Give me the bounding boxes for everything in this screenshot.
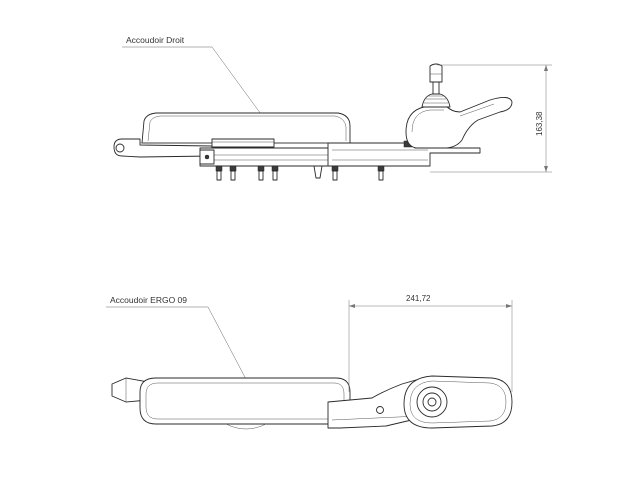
joystick-housing [405, 97, 513, 149]
pivot-hole [115, 143, 125, 153]
rail-bolts [215, 140, 413, 181]
bottom-view-label: Accoudoir ERGO 09 [110, 295, 187, 305]
arm-pad-seam [147, 115, 347, 142]
length-dimension: 241,72 [348, 294, 513, 392]
link-arm [327, 379, 421, 429]
joystick-center [427, 397, 437, 407]
link-arm-hole [376, 406, 384, 414]
arm-pad-top [139, 377, 351, 425]
main-rail [199, 147, 331, 167]
top-view-label: Accoudoir Droit [126, 35, 185, 45]
top-view-leader-line [122, 46, 267, 122]
height-dimension-value: 163,38 [535, 111, 544, 136]
bottom-view-armrest-top: Accoudoir ERGO 09 [106, 295, 513, 430]
joystick-boot [421, 93, 451, 108]
joystick-knob [429, 63, 443, 83]
bottom-view-leader-line [106, 306, 259, 403]
pad-bracket [211, 138, 275, 148]
length-dimension-value: 241,72 [406, 294, 431, 303]
arm-pad [141, 112, 351, 144]
height-dimension: 163,38 [430, 64, 552, 173]
top-view-armrest-side: Accoudoir Droit [113, 35, 513, 181]
